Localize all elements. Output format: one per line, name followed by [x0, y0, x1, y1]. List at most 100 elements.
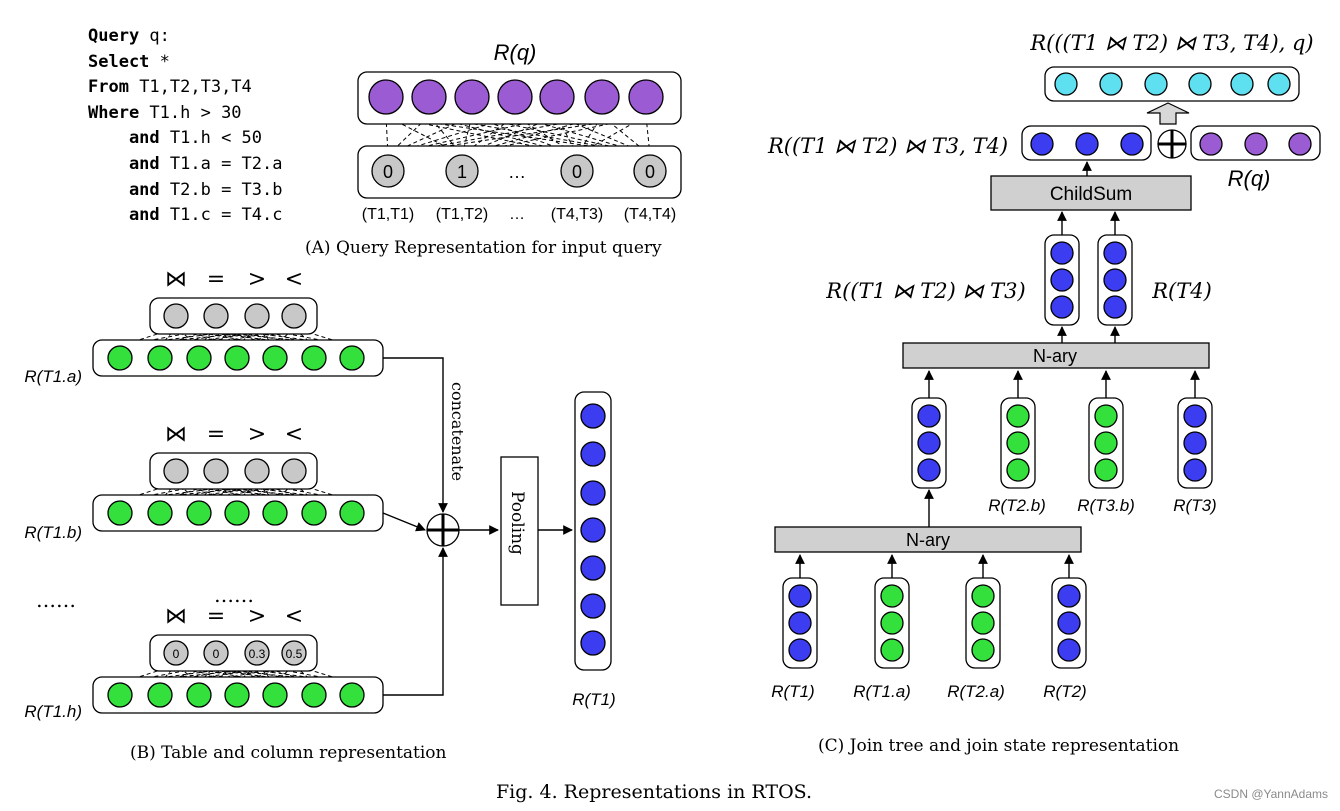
pair-label: (T4,T4)	[624, 206, 676, 223]
leaf-label: R(T3)	[1173, 496, 1216, 515]
col-t1a-column-node	[339, 345, 365, 371]
input-node	[560, 154, 594, 188]
query-line: From T1,T2,T3,T4	[88, 77, 252, 98]
rt4-vector-node	[1103, 295, 1127, 319]
query-line: and T2.b = T3.b	[88, 179, 283, 200]
rt3-vector-node	[1183, 431, 1207, 455]
operator-symbol: ⋈	[165, 267, 187, 292]
rt4-label: R(T4)	[1151, 279, 1212, 303]
join-t1t2t3-vector-node	[1050, 241, 1074, 265]
col-t1a-column-node	[147, 345, 173, 371]
operator-symbol: <	[285, 604, 303, 629]
col-t1b-column-node	[224, 500, 250, 526]
input-node-value: 0	[645, 162, 655, 182]
rt1-leaf-vector-node	[788, 638, 812, 662]
rt1-output-label: R(T1)	[572, 690, 615, 709]
row-label-t1h: R(T1.h)	[24, 702, 82, 721]
rt2-leaf-vector-node	[1057, 584, 1081, 608]
rq-c-node	[1199, 132, 1223, 156]
join-t1t2t3-vector-node	[1050, 295, 1074, 319]
query-line: Select *	[88, 51, 170, 72]
input-node-value: 0	[572, 162, 582, 182]
op-node-value: 0.3	[249, 647, 266, 661]
pair-label: …	[509, 206, 525, 223]
col-t1b-op-node	[203, 458, 229, 484]
operator-symbol: ⋈	[165, 422, 187, 447]
rt1-node	[580, 593, 606, 619]
rq-node	[584, 79, 620, 115]
top-state-label: R(((T1 ⋈ T2) ⋈ T3, T4), q)	[1029, 31, 1313, 55]
concatenate-label: concatenate	[448, 382, 467, 481]
rt3-vector-node	[1183, 458, 1207, 482]
join-state-node	[1075, 132, 1099, 156]
pair-label: (T1,T2)	[436, 206, 488, 223]
final-state-node	[1230, 72, 1254, 96]
input-node	[633, 154, 667, 188]
rt1a-leaf-vector-node	[880, 611, 904, 635]
rt3b-vector-node	[1094, 431, 1118, 455]
figure-caption: Fig. 4. Representations in RTOS.	[496, 781, 813, 803]
rq-node	[368, 79, 404, 115]
rt4-vector-node	[1103, 241, 1127, 265]
rt1a-leaf-vector-node	[880, 584, 904, 608]
concat-connector	[383, 357, 448, 513]
leaf-label: R(T1)	[771, 682, 814, 701]
final-state-node	[1054, 72, 1078, 96]
input-node	[371, 154, 405, 188]
col-t1h-op-node	[163, 640, 189, 666]
query-line: and T1.a = T2.a	[88, 153, 283, 174]
col-t1a-column-node	[301, 345, 327, 371]
col-t1h-column-node	[186, 682, 212, 708]
ellipsis-left: ……	[36, 588, 76, 612]
rq-node	[454, 79, 490, 115]
final-state-node	[1144, 72, 1168, 96]
operator-symbol: >	[248, 267, 266, 292]
op-node-value: 0	[213, 647, 220, 661]
rt2b-vector-node	[1006, 404, 1030, 428]
rt2a-leaf-vector-node	[971, 584, 995, 608]
rt2a-leaf-vector-node	[971, 638, 995, 662]
op-node-value: 0.5	[286, 647, 303, 661]
join-t1t2-vector-node	[917, 404, 941, 428]
concat-connector	[383, 547, 448, 696]
operator-symbol: =	[207, 422, 225, 447]
final-state-node	[1267, 72, 1291, 96]
input-node-value: 1	[457, 162, 467, 182]
query-line: and T1.h < 50	[88, 128, 263, 149]
rq-c-node	[1288, 132, 1312, 156]
rt1-leaf-vector-node	[788, 584, 812, 608]
leaf-label: R(T2.a)	[947, 682, 1005, 701]
col-t1h-op-node	[281, 640, 307, 666]
query-code: Query q: Select * From T1,T2,T3,T4 Where…	[88, 24, 282, 229]
rt1-node	[580, 517, 606, 543]
col-t1b-op-box	[149, 452, 318, 490]
rq-node	[497, 79, 533, 115]
col-t1a-op-node	[203, 303, 229, 329]
col-t1a-column-node	[262, 345, 288, 371]
row-label-t1a: R(T1.a)	[24, 367, 82, 386]
rt4-vector-node	[1103, 268, 1127, 292]
pooling-box	[500, 456, 539, 606]
input-node	[445, 154, 479, 188]
join-t1t2t3-vector-node	[1050, 268, 1074, 292]
operator-symbol: ⋈	[165, 604, 187, 629]
watermark: CSDN @YannAdams	[1214, 787, 1328, 801]
operator-symbol: >	[248, 422, 266, 447]
col-t1h-column-node	[301, 682, 327, 708]
mid-state-label: R((T1 ⋈ T2) ⋈ T3, T4)	[767, 134, 1008, 158]
leaf-label: R(T2)	[1043, 682, 1086, 701]
rq-node	[628, 79, 664, 115]
col-t1a-op-node	[163, 303, 189, 329]
input-ellipsis: …	[508, 162, 526, 182]
col-t1a-op-node	[281, 303, 307, 329]
childsum-box	[990, 175, 1192, 211]
col-t1b-op-node	[244, 458, 270, 484]
nary-top-box	[902, 342, 1210, 369]
col-t1h-op-node	[203, 640, 229, 666]
join-state-node	[1120, 132, 1144, 156]
caption-a: (A) Query Representation for input query	[305, 238, 662, 258]
input-vector-box	[357, 145, 682, 199]
col-t1h-op-box	[149, 634, 318, 672]
